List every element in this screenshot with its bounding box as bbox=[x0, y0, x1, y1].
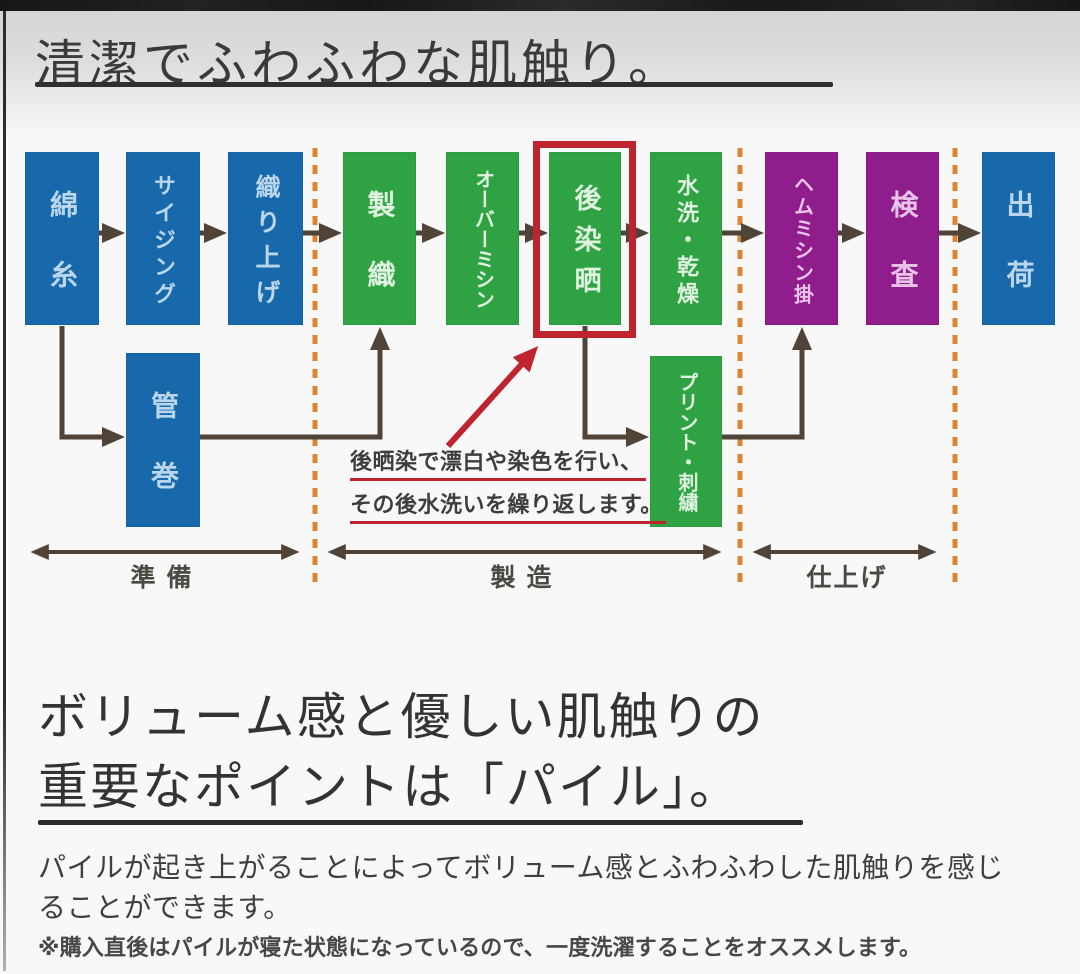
flow-box-label: オーバーミシン bbox=[471, 168, 494, 309]
flow-box-label: 織り上げ bbox=[252, 173, 280, 314]
section-heading: ボリューム感と優しい肌触りの 重要なポイントは「パイル」。 bbox=[38, 682, 765, 822]
flow-box-label: ヘムミシン掛 bbox=[790, 173, 813, 306]
footnote: ※購入直後はパイルが寝た状態になっているので、一度洗濯することをオススメします。 bbox=[38, 935, 922, 960]
flow-box-label: 水洗・乾燥 bbox=[674, 173, 699, 309]
body-text-line-1: パイルが起き上がることによってボリューム感とふわふわした肌触りを感じ bbox=[38, 852, 1004, 883]
flow-box-label: プリント・刺繍 bbox=[675, 371, 697, 512]
flow-box-cotton-yarn: 綿糸 bbox=[25, 152, 99, 330]
flow-box-print-embroidery: プリント・刺繍 bbox=[650, 356, 722, 527]
annotation-note: 後晒染で漂白や染色を行い、 その後水洗いを繰り返します。 bbox=[350, 444, 666, 530]
flow-box-label: サイジング bbox=[151, 173, 176, 309]
flow-box-hem-sewing: ヘムミシン掛 bbox=[765, 152, 838, 325]
phase-label-finishing: 仕上げ bbox=[806, 564, 888, 592]
flow-box-sizing: サイジング bbox=[126, 152, 200, 325]
body-text-line-2: ることができます。 bbox=[38, 892, 292, 923]
photo-left-edge bbox=[3, 11, 6, 971]
flow-box-label: 検査 bbox=[887, 189, 919, 330]
body-text: パイルが起き上がることによってボリューム感とふわふわした肌触りを感じ ることがで… bbox=[38, 848, 1004, 928]
section-heading-line-1: ボリューム感と優しい肌触りの bbox=[38, 689, 765, 745]
highlight-red-frame bbox=[533, 141, 636, 338]
top-crop-bar bbox=[0, 0, 1080, 11]
flow-box-inspection: 検査 bbox=[866, 152, 939, 330]
title-background-band bbox=[0, 11, 1080, 137]
annotation-line-1: 後晒染で漂白や染色を行い、 bbox=[350, 444, 646, 481]
annotation-line-2: その後水洗いを繰り返します。 bbox=[350, 487, 666, 524]
flow-box-label: 綿糸 bbox=[47, 189, 78, 330]
flow-box-weaving: 製織 bbox=[343, 152, 416, 330]
phase-label-preparation: 準 備 bbox=[130, 564, 194, 592]
flow-box-tube-winding: 管巻 bbox=[126, 353, 200, 531]
flow-box-label: 製織 bbox=[364, 189, 396, 330]
flow-box-label: 後染晒 bbox=[570, 184, 601, 307]
flow-box-shipping: 出荷 bbox=[982, 152, 1055, 330]
flow-box-overlock-sewing: オーバーミシン bbox=[446, 152, 519, 325]
section-heading-underline bbox=[38, 820, 803, 825]
annotation-arrow bbox=[445, 346, 539, 449]
section-heading-line-2: 重要なポイントは「パイル」。 bbox=[38, 759, 741, 815]
phase-label-manufacturing: 製 造 bbox=[490, 564, 554, 592]
flow-box-weaving-up: 織り上げ bbox=[228, 152, 303, 325]
flow-box-after-dye-bleach: 後染晒 bbox=[549, 152, 621, 325]
flow-box-wash-dry: 水洗・乾燥 bbox=[650, 152, 722, 325]
flow-box-label: 管巻 bbox=[148, 391, 179, 531]
flow-box-label: 出荷 bbox=[1003, 189, 1035, 330]
title-underline bbox=[35, 82, 833, 87]
